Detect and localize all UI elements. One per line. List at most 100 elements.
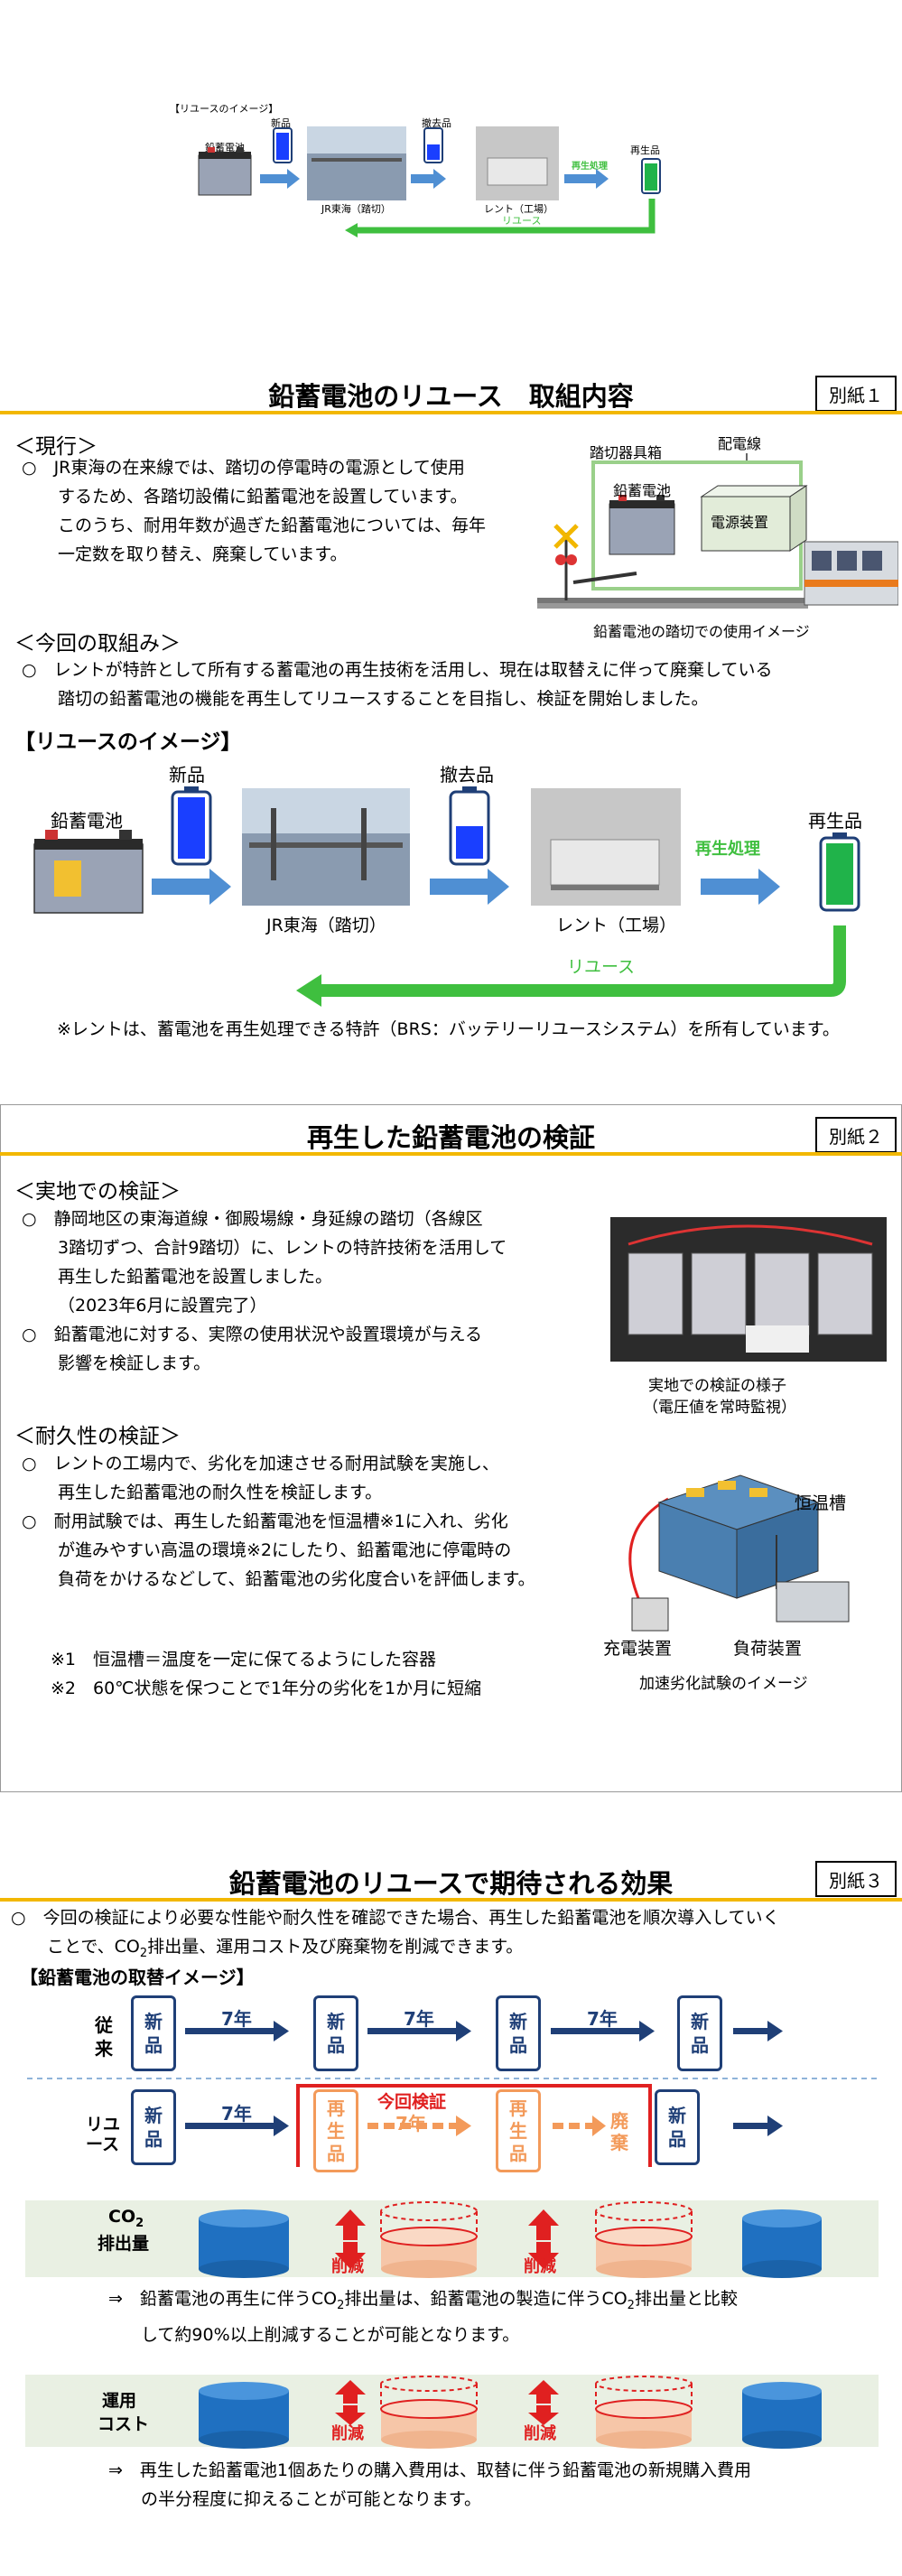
cost-label-line2: コスト — [98, 2414, 150, 2434]
conv-label-char: 従 — [95, 2014, 113, 2036]
conv-label-char: 来 — [95, 2038, 113, 2060]
conv-new-box: 新品 — [677, 1995, 722, 2071]
sec2-title: 再生した鉛蓄電池の検証 — [306, 1122, 595, 1153]
sec2-field-text: ○ 静岡地区の東海道線・御殿場線・身延線の踏切（各線区 3踏切ずつ、合計9踏切）… — [22, 1204, 618, 1378]
top-reuse-arrow — [357, 199, 656, 234]
sec2-note: ※1 恒温槽＝温度を一定に保てるようにした容器 — [51, 1650, 437, 1669]
co2-label-line2: 排出量 — [98, 2234, 150, 2254]
top-regen-battery-icon — [641, 158, 661, 194]
sec1-gold-rule — [0, 411, 902, 414]
sec2-field-line: （2023年6月に設置完了） — [58, 1296, 267, 1316]
reuse-arrow-1 — [152, 869, 231, 905]
reuse-return-arrow — [318, 925, 846, 997]
sec2-field-head: ＜実地での検証＞ — [14, 1180, 181, 1204]
reuse-jr-label: JR東海（踏切） — [266, 916, 386, 935]
sec2-note: ※2 60℃状態を保つことで1年分の劣化を1か月に短縮 — [51, 1679, 482, 1698]
cost-reduce-label-2: 削減 — [524, 2424, 556, 2443]
sec2-field-line: 3踏切ずつ、合計9踏切）に、レントの特許技術を活用して — [58, 1238, 507, 1258]
sec1-effort-text: ○ レントが特許として所有する蓄電池の再生技術を活用し、現在は取替えに伴って廃棄… — [22, 656, 888, 713]
co2-blue-cylinder-left — [199, 2209, 289, 2278]
this-check-box — [296, 2084, 652, 2167]
top-reuse-label: リユース — [502, 215, 542, 227]
box-char: 新 — [691, 2011, 709, 2032]
sec2-field-line: 再生した鉛蓄電池を設置しました。 — [58, 1267, 333, 1287]
cost-graphic — [199, 2376, 822, 2449]
cost-note: ⇒ 再生した鉛蓄電池1個あたりの購入費用は、取替に伴う鉛蓄電池の新規購入費用 の… — [108, 2456, 885, 2514]
co2-note-text: 排出量は、鉛蓄電池の製造に伴うCO — [344, 2289, 628, 2309]
box-char: 品 — [144, 2034, 163, 2056]
reuse-lead-battery-label: 鉛蓄電池 — [51, 810, 123, 832]
conv-years-1: 7年 — [221, 2008, 252, 2030]
sec2-dur-line: 再生した鉛蓄電池の耐久性を検証します。 — [58, 1483, 383, 1502]
co2-note-line: して約90%以上削減することが可能となります。 — [141, 2324, 520, 2345]
conv-row-label: 従来 — [95, 2013, 113, 2060]
box-char: 新 — [144, 2011, 163, 2032]
sec1-tag: 別紙１ — [815, 376, 897, 412]
reuse-years: 7年 — [221, 2103, 252, 2125]
sec3-intro-line: ○ 今回の検証により必要な性能や耐久性を確認できた場合、再生した鉛蓄電池を順次導… — [11, 1908, 780, 1928]
reuse-process-label: 再生処理 — [695, 840, 760, 859]
cost-note-line: ⇒ 再生した鉛蓄電池1個あたりの購入費用は、取替に伴う鉛蓄電池の新規購入費用 — [108, 2460, 752, 2480]
conv-new-box: 新品 — [131, 1995, 176, 2071]
reuse-new-battery-icon — [171, 786, 212, 866]
box-char: 品 — [691, 2034, 709, 2056]
diagram-power-label: 電源装置 — [711, 514, 769, 531]
sec1-effort-line: ○ レントが特許として所有する蓄電池の再生技術を活用し、現在は取替えに伴って廃棄… — [22, 660, 773, 680]
intro-text: 排出量、運用コスト及び廃棄物を削減できます。 — [147, 1937, 524, 1957]
sec2-field-line: 影響を検証します。 — [58, 1353, 211, 1373]
reuse-new-box-2: 新品 — [655, 2089, 700, 2165]
box-char: 品 — [144, 2128, 163, 2150]
box-char: 再 — [327, 2097, 345, 2119]
reuse-image: 鉛蓄電池 新品 撤去品 再生品 再生処理 JR東海（踏切） レント（工場） リユ… — [0, 754, 902, 1025]
co2-reduce-label-1: 削減 — [331, 2257, 364, 2276]
this-check-label: 今回検証 — [377, 2092, 447, 2112]
accel-test-graphic — [628, 1474, 850, 1632]
sec2-dur-text: ○ レントの工場内で、劣化を加速させる耐用試験を実施し、 再生した鉛蓄電池の耐久… — [22, 1449, 618, 1594]
wire-label: 配電線 — [718, 435, 762, 452]
reuse-rent-label: レント（工場） — [556, 916, 677, 935]
sec2-dur-line: 負荷をかけるなどして、鉛蓄電池の劣化度合いを評価します。 — [58, 1569, 535, 1589]
conv-years-2: 7年 — [404, 2008, 434, 2030]
box-char: 品 — [327, 2142, 345, 2164]
load-label: 負荷装置 — [733, 1639, 803, 1659]
box-char: 生 — [327, 2119, 345, 2142]
co2-reduced-cylinder-1 — [380, 2201, 478, 2278]
sec1-current-line: するため、各踏切設備に鉛蓄電池を設置しています。 — [58, 487, 468, 507]
co2-label-sub: 2 — [135, 2216, 144, 2230]
regen-box: 再生品 — [313, 2089, 358, 2172]
sec1-current-text: ○ JR東海の在来線では、踏切の停電時の電源として使用 するため、各踏切設備に鉛… — [22, 453, 581, 569]
co2-note-line: ⇒ 鉛蓄電池の再生に伴うCO2排出量は、鉛蓄電池の製造に伴うCO2排出量と比較 — [108, 2284, 885, 2320]
sec3-title: 鉛蓄電池のリユースで期待される効果 — [228, 1868, 674, 1899]
cost-reduce-label-1: 削減 — [331, 2424, 364, 2443]
box-char: 品 — [509, 2034, 527, 2056]
box-label: 踏切器具箱 — [590, 444, 663, 461]
sec1-note: ※レントは、蓄電池を再生処理できる特許（BRS：バッテリーリユースシステム）を所… — [57, 1019, 840, 1039]
sec2-gold-rule — [0, 1152, 902, 1156]
sec1-effort-head: ＜今回の取組み＞ — [14, 632, 181, 656]
box-char: 新 — [509, 2011, 527, 2032]
reuse-new-box: 新品 — [131, 2089, 176, 2165]
co2-note: ⇒ 鉛蓄電池の再生に伴うCO2排出量は、鉛蓄電池の製造に伴うCO2排出量と比較 … — [108, 2284, 885, 2349]
top-jr-label: JR東海（踏切） — [321, 203, 391, 215]
waste-char: 廃 — [610, 2110, 628, 2132]
top-lead-battery-icon — [198, 147, 252, 196]
cost-blue-cylinder-left — [199, 2382, 289, 2449]
sec1-effort-line: 踏切の鉛蓄電池の機能を再生してリユースすることを目指し、検証を開始しました。 — [58, 689, 709, 709]
box-char: 生 — [509, 2119, 527, 2142]
conv-arrows — [185, 2021, 783, 2041]
cost-blue-cylinder-right — [742, 2382, 822, 2449]
test-caption: 加速劣化試験のイメージ — [639, 1675, 808, 1693]
crossing-graphic — [537, 453, 898, 609]
sec3-gold-rule — [0, 1898, 902, 1902]
box-char: 新 — [668, 2105, 686, 2126]
reuse-lead-battery-icon — [33, 830, 144, 914]
charger-label: 充電装置 — [603, 1639, 673, 1659]
diagram-caption: 鉛蓄電池の踏切での使用イメージ — [593, 623, 810, 640]
sec1-current-line: ○ JR東海の在来線では、踏切の停電時の電源として使用 — [22, 458, 465, 478]
co2-arrows — [335, 2209, 559, 2269]
sec2-dur-line: ○ レントの工場内で、劣化を加速させる耐用試験を実施し、 — [22, 1454, 499, 1474]
conv-new-box: 新品 — [496, 1995, 541, 2071]
top-arrow-3 — [564, 169, 609, 189]
box-char: 品 — [509, 2142, 527, 2164]
top-regen-label: 再生品 — [630, 144, 660, 156]
